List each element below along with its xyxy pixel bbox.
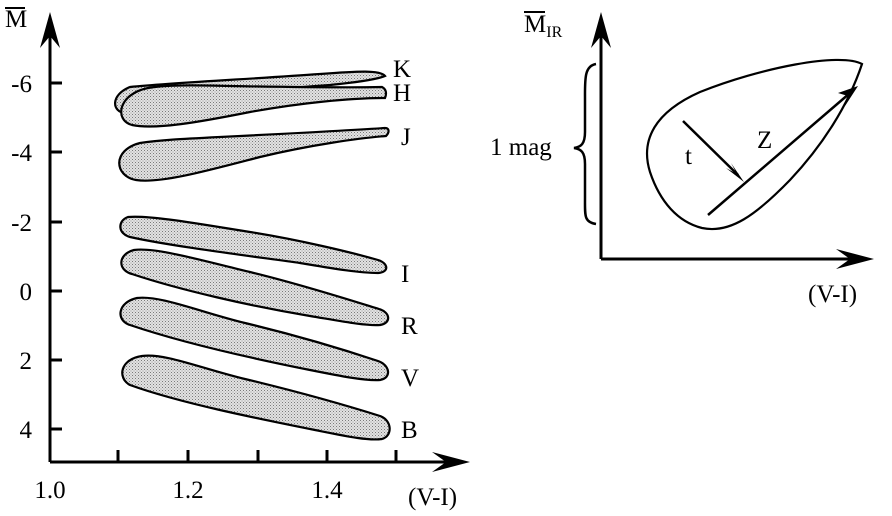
band-label-j: J [401, 124, 411, 151]
x-tick-label: 1.2 [172, 477, 203, 504]
band-j [118, 126, 390, 182]
band-b [121, 354, 391, 441]
y-tick-label: -4 [11, 140, 32, 167]
y-tick-label: 2 [20, 348, 33, 375]
band-h [120, 84, 388, 128]
x-tick-label: 1.0 [34, 477, 65, 504]
right-y-axis-label: MIR [524, 11, 563, 41]
y-tick-label: -6 [11, 71, 32, 98]
band-i [119, 215, 388, 275]
left-y-axis-label: M [5, 6, 27, 33]
bands [114, 70, 391, 441]
band-v [119, 296, 390, 382]
band-label-b: B [401, 417, 418, 444]
right-y-axis-arrowhead [591, 12, 611, 48]
left-x-ticks: 1.0 1.2 1.4 [34, 450, 398, 504]
band-label-h: H [393, 80, 411, 107]
left-x-axis-arrowhead [432, 452, 470, 472]
right-y-axis-label-main: M [524, 11, 546, 38]
right-panel: MIR (V-I) 1 mag t Z [490, 11, 874, 308]
left-y-axis-arrowhead [40, 12, 60, 48]
y-tick-label: 4 [20, 417, 33, 444]
left-x-axis-label: (V-I) [408, 484, 457, 511]
right-y-axis-label-subscript: IR [546, 24, 562, 41]
arrow-t-shaft [682, 120, 739, 176]
arrow-z-label: Z [757, 127, 772, 154]
y-tick-label: 0 [20, 279, 33, 306]
teardrop-region [645, 58, 864, 231]
band-label-i: I [401, 261, 409, 288]
band-label-k: K [393, 56, 411, 83]
x-tick-label: 1.4 [311, 477, 343, 504]
arrow-z-shaft [707, 92, 851, 216]
band-label-r: R [401, 313, 418, 340]
y-tick-label: -2 [11, 210, 32, 237]
magnitude-brace [573, 62, 597, 226]
brace-label: 1 mag [490, 134, 552, 161]
left-panel: M -6 -4 -2 0 2 4 1.0 1.2 1.4 [5, 6, 470, 511]
left-y-ticks: -6 -4 -2 0 2 4 [11, 71, 62, 444]
band-r [120, 248, 390, 327]
right-x-axis-arrowhead [836, 249, 874, 269]
arrow-t-label: t [685, 143, 692, 170]
right-x-axis-label: (V-I) [808, 281, 857, 308]
band-labels: K H J I R V B [393, 56, 419, 444]
arrow-z-head [838, 86, 858, 106]
band-label-v: V [401, 365, 419, 392]
arrow-t-head [726, 163, 744, 182]
